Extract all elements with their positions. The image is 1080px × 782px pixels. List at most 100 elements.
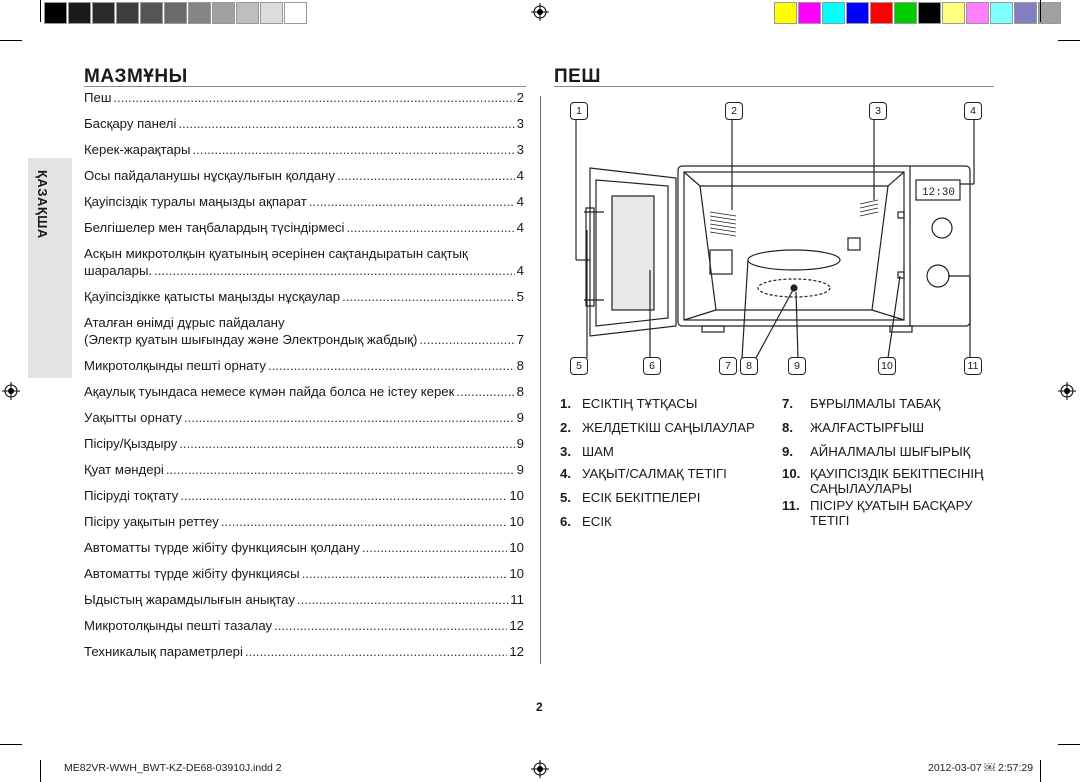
toc-leader-dots	[337, 168, 515, 183]
toc-entry[interactable]: Ыдыстың жарамдылығын анықтау11	[84, 592, 524, 607]
part-number: 3.	[560, 444, 571, 459]
process-swatch	[798, 2, 821, 24]
oven-door	[589, 167, 677, 337]
part-label: ЖЕЛДЕТКІШ САҢЫЛАУЛАР	[582, 420, 755, 435]
process-swatch	[918, 2, 941, 24]
display-panel	[915, 179, 961, 201]
toc-entry-title: шаралары.	[84, 263, 153, 278]
toc-entry[interactable]: Автоматты түрде жібіту функциясын қолдан…	[84, 540, 524, 555]
gray-swatch	[188, 2, 211, 24]
toc-leader-dots	[179, 436, 514, 451]
toc-entry-page: 10	[509, 514, 524, 529]
callout-7: 7	[719, 357, 737, 375]
callout-1: 1	[570, 102, 588, 120]
toc-entry-title: Микротолқынды пешті орнату	[84, 358, 266, 373]
callout-11: 11	[964, 357, 982, 375]
part-number: 10.	[782, 466, 801, 481]
toc-entry[interactable]: Пісіру уақытын реттеу 10	[84, 514, 524, 529]
registration-mark-icon	[2, 382, 20, 400]
toc-leader-dots	[113, 90, 514, 105]
gray-swatch	[260, 2, 283, 24]
microwave-oven-diagram: 12:30	[575, 120, 975, 359]
toc-entry[interactable]: Ақаулық туындаса немесе күмән пайда болс…	[84, 384, 524, 399]
toc-entry-page: 3	[516, 142, 524, 157]
callout-6: 6	[643, 357, 661, 375]
part-number: 2.	[560, 420, 571, 435]
toc-leader-dots	[456, 384, 514, 399]
toc-entry[interactable]: Қауіпсіздікке қатысты маңызды нұсқаулар5	[84, 289, 524, 304]
toc-leader-dots	[346, 220, 514, 235]
leader-line-9	[795, 291, 799, 359]
part-item: 9.АЙНАЛМАЛЫ ШЫҒЫРЫҚ	[782, 444, 970, 459]
process-swatch	[1014, 2, 1037, 24]
toc-entry-page: 4	[516, 263, 524, 278]
part-label: БҰРЫЛМАЛЫ ТАБАҚ	[810, 396, 941, 411]
toc-leader-dots	[154, 263, 515, 278]
part-label: ШАМ	[582, 444, 614, 459]
roller-ring	[757, 278, 831, 298]
gray-swatch	[164, 2, 187, 24]
toc-entry-title: (Электр қуатын шығындау және Электрондық…	[84, 332, 418, 347]
power-control-knob	[926, 264, 950, 288]
part-label-continued: ТЕТІГІ	[810, 513, 850, 528]
crop-mark	[1040, 0, 1041, 22]
part-label: ЕСІК	[582, 514, 612, 529]
toc-entry[interactable]: Қуат мәндері9	[84, 462, 524, 477]
toc-entry[interactable]: Микротолқынды пешті орнату8	[84, 358, 524, 373]
toc-entry-page: 9	[516, 410, 524, 425]
toc-entry-title: Автоматты түрде жібіту функциясы	[84, 566, 300, 581]
toc-leader-dots	[166, 462, 515, 477]
toc-entry[interactable]: Осы пайдаланушы нұсқаулығын қолдану4	[84, 168, 524, 183]
toc-leader-dots	[192, 142, 514, 157]
crop-mark	[1058, 744, 1080, 745]
footer-file-slug: ME82VR-WWH_BWT-KZ-DE68-03910J.indd 2	[64, 762, 282, 774]
toc-entry[interactable]: шаралары. 4	[84, 263, 524, 278]
part-number: 1.	[560, 396, 571, 411]
callout-5: 5	[570, 357, 588, 375]
toc-entry[interactable]: Белгішелер мен таңбалардың түсіндірмесі4	[84, 220, 524, 235]
waveguide-cover	[709, 249, 733, 275]
leader-line-7	[741, 259, 749, 359]
toc-entry[interactable]: Пісіруді тоқтату10	[84, 488, 524, 503]
toc-entry-title: Басқару панелі	[84, 116, 177, 131]
process-swatch	[990, 2, 1013, 24]
toc-entry-title: Пеш	[84, 90, 112, 105]
toc-entry[interactable]: Пеш 2	[84, 90, 524, 105]
timer-weight-knob	[931, 217, 953, 239]
toc-entry[interactable]: Керек-жарақтары3	[84, 142, 524, 157]
process-swatch	[774, 2, 797, 24]
toc-entry[interactable]: Басқару панелі3	[84, 116, 524, 131]
toc-entry-title: Пісіру уақытын реттеу	[84, 514, 219, 529]
process-swatch	[1038, 2, 1061, 24]
part-number: 4.	[560, 466, 571, 481]
callout-10: 10	[878, 357, 896, 375]
toc-entry-title: Белгішелер мен таңбалардың түсіндірмесі	[84, 220, 345, 235]
toc-entry[interactable]: Автоматты түрде жібіту функциясы10	[84, 566, 524, 581]
toc-leader-dots	[268, 358, 515, 373]
door-window	[611, 195, 655, 311]
toc-entry-title: Уақытты орнату	[84, 410, 182, 425]
toc-entry[interactable]: Пісіру/Қыздыру9	[84, 436, 524, 451]
column-divider	[540, 96, 541, 664]
part-item: 2. ЖЕЛДЕТКІШ САҢЫЛАУЛАР	[560, 420, 755, 435]
toc-entry-title: Пісіруді тоқтату	[84, 488, 179, 503]
toc-entry-title: Микротолқынды пешті тазалау	[84, 618, 273, 633]
toc-entry[interactable]: (Электр қуатын шығындау және Электрондық…	[84, 332, 524, 347]
toc-entry[interactable]: Уақытты орнату 9	[84, 410, 524, 425]
toc-entry[interactable]: Қауіпсіздік туралы маңызды ақпарат4	[84, 194, 524, 209]
toc-entry[interactable]: Техникалық параметрлері12	[84, 644, 524, 659]
toc-entry-title: Ақаулық туындаса немесе күмән пайда болс…	[84, 384, 455, 399]
toc-entry[interactable]: Микротолқынды пешті тазалау12	[84, 618, 524, 633]
part-number: 5.	[560, 490, 571, 505]
toc-leader-dots	[302, 566, 508, 581]
registration-mark-icon	[531, 3, 549, 21]
language-side-tab: ҚАЗАҚША	[28, 158, 72, 378]
toc-entry-page: 2	[516, 90, 524, 105]
toc-leader-dots	[309, 194, 515, 209]
side-tab-label: ҚАЗАҚША	[35, 170, 50, 239]
safety-interlock-hole	[897, 271, 905, 279]
toc-leader-dots	[342, 289, 515, 304]
toc-entry-title: Қауіпсіздік туралы маңызды ақпарат	[84, 194, 307, 209]
toc-leader-dots	[297, 592, 508, 607]
gray-swatch	[284, 2, 307, 24]
